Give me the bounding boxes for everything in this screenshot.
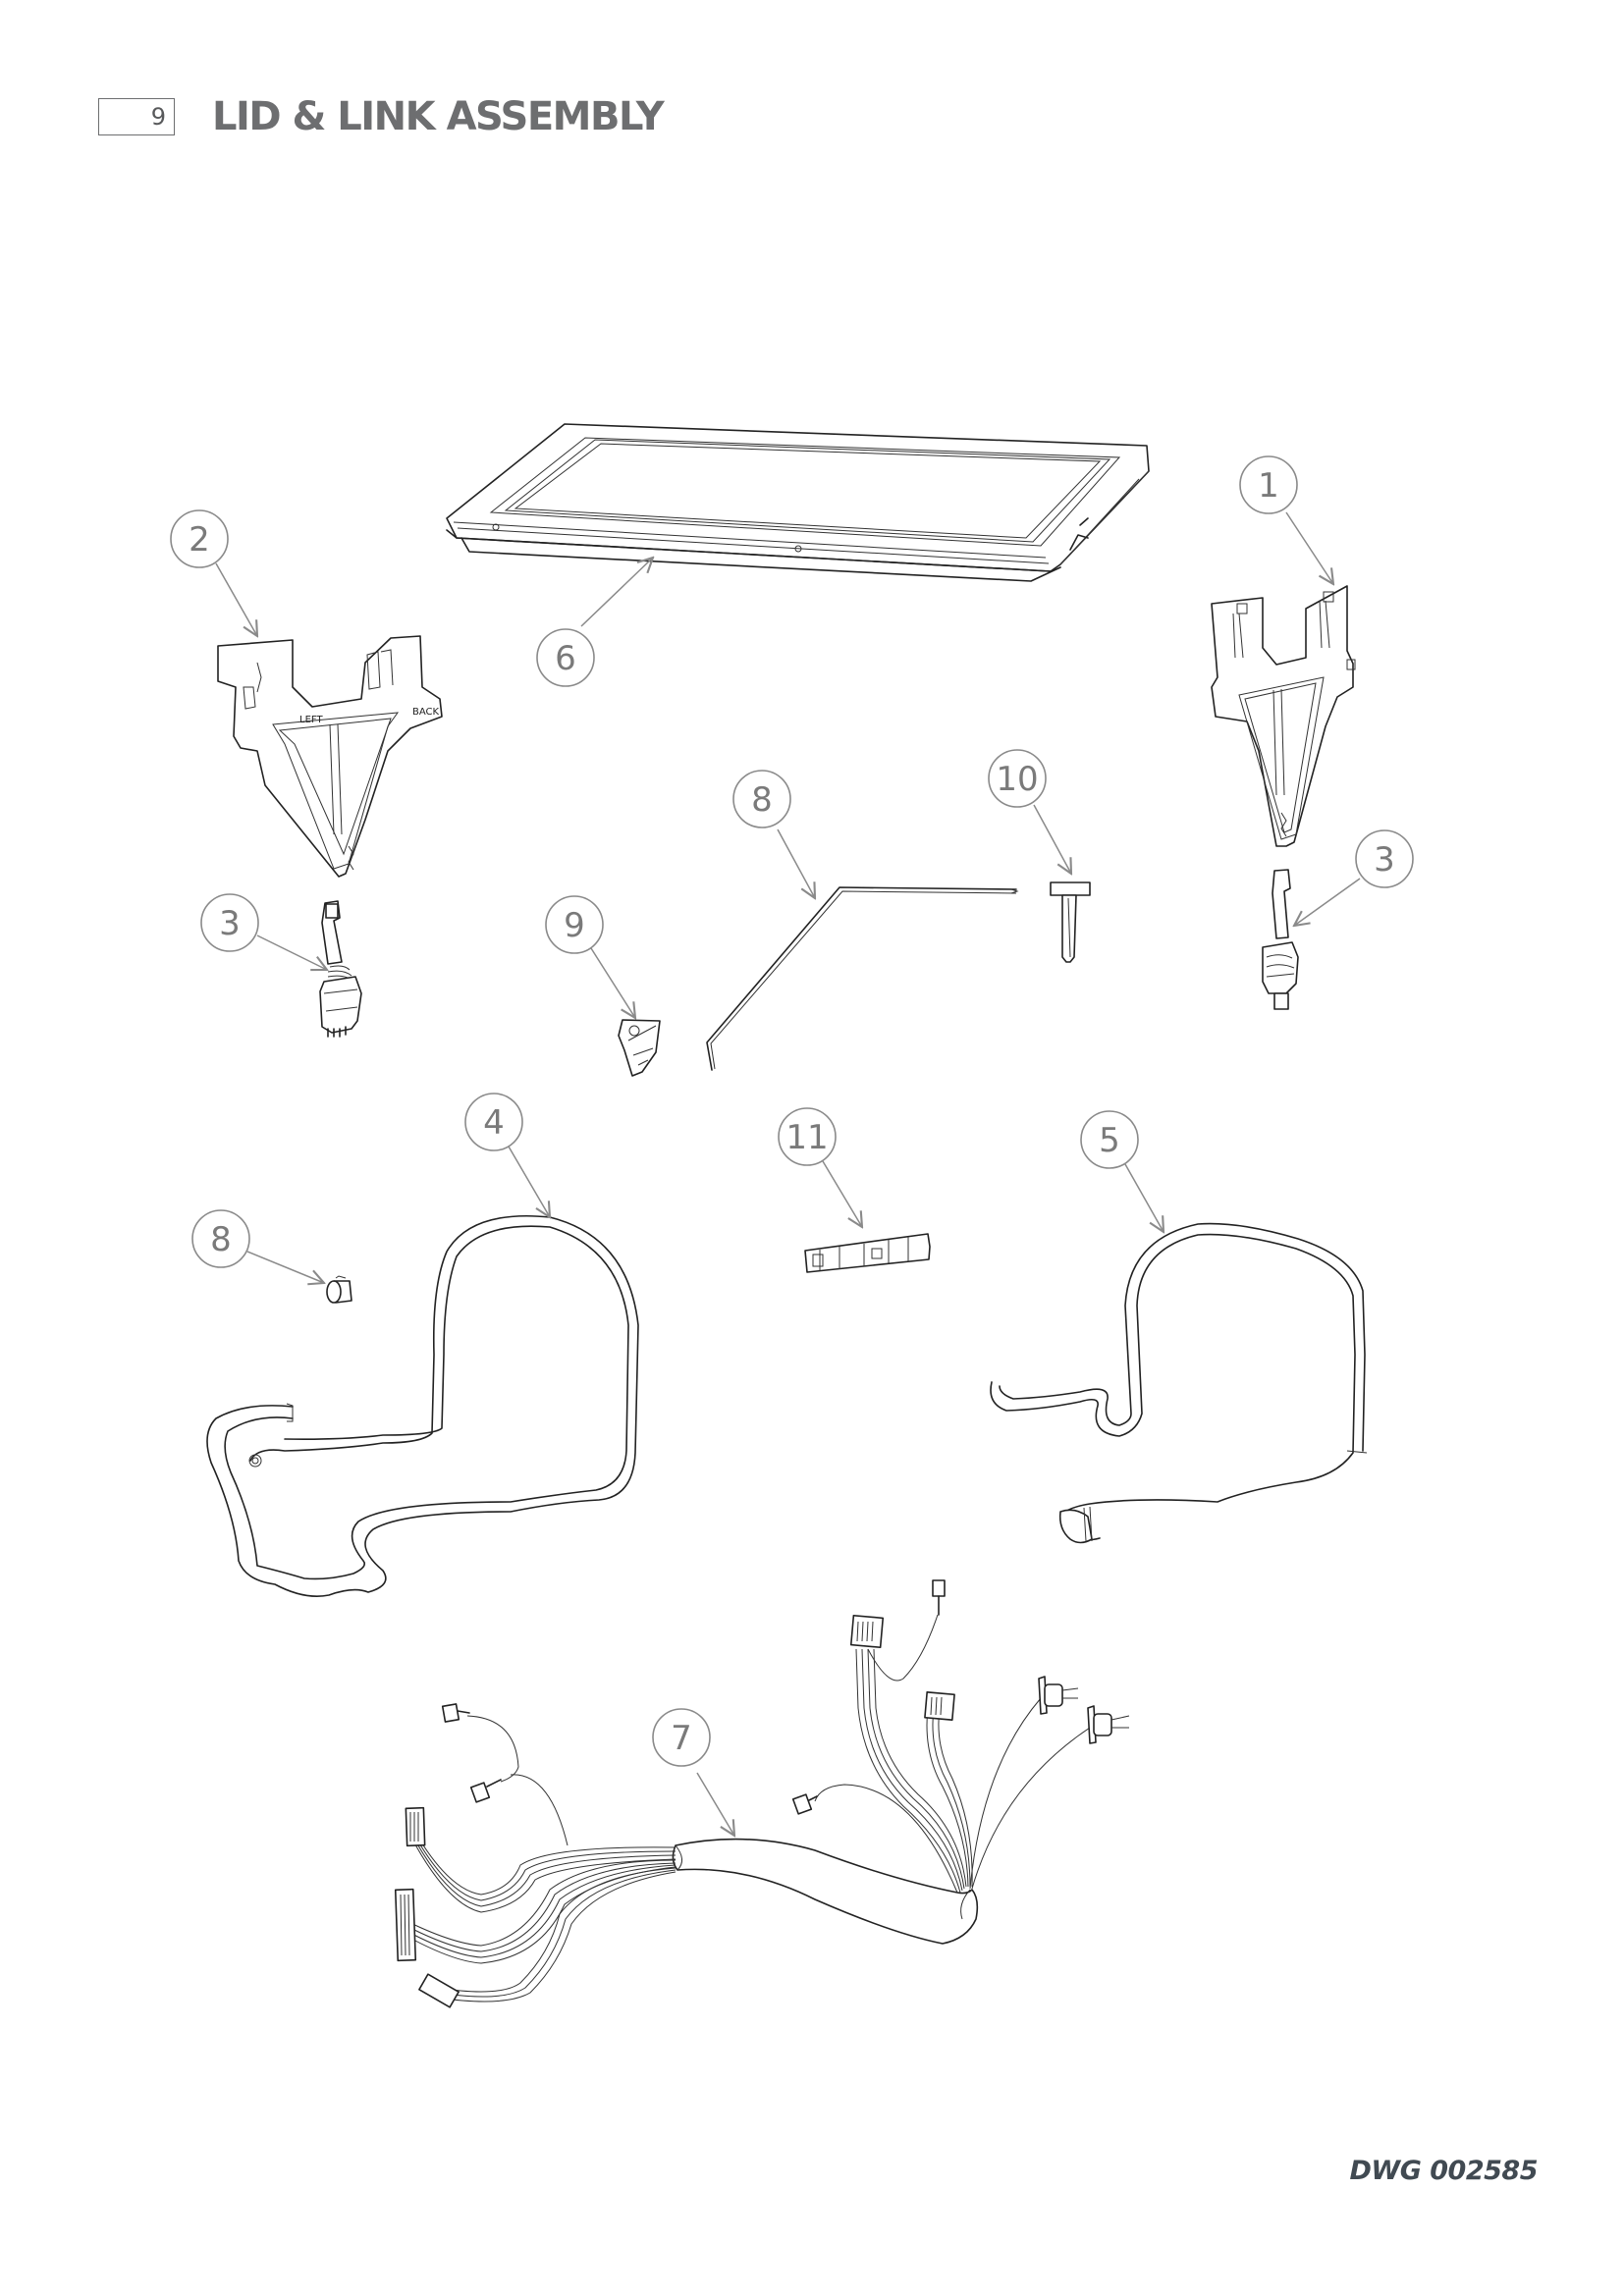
svg-text:2: 2 (189, 520, 210, 560)
callout-3-right: 3 (1294, 829, 1414, 926)
lid-frame-part (446, 423, 1150, 582)
right-link-bracket-part (1211, 585, 1356, 847)
svg-text:11: 11 (785, 1118, 828, 1157)
section-number: 9 (150, 103, 166, 131)
svg-text:5: 5 (1099, 1121, 1120, 1160)
svg-text:7: 7 (671, 1719, 692, 1758)
svg-text:4: 4 (483, 1103, 505, 1143)
svg-text:1: 1 (1258, 466, 1279, 506)
svg-text:6: 6 (555, 639, 576, 678)
section-number-box: 9 (98, 98, 175, 135)
corner-clip-part (618, 1019, 661, 1077)
lock-pin-part (1050, 881, 1091, 963)
svg-text:LEFT: LEFT (299, 715, 323, 725)
page-title: LID & LINK ASSEMBLY (212, 94, 665, 139)
link-rod-part (706, 886, 1019, 1071)
lid-switch-right-part (1262, 869, 1299, 1010)
callout-4: 4 (464, 1093, 550, 1217)
left-link-bracket-part: LEFT BACK (217, 635, 443, 878)
callout-2: 2 (170, 509, 257, 636)
callout-6: 6 (536, 558, 653, 687)
svg-text:3: 3 (1374, 840, 1395, 880)
callout-5: 5 (1080, 1110, 1164, 1232)
callout-1: 1 (1239, 455, 1333, 584)
hose-clamp-part (326, 1275, 352, 1304)
wiring-harness-part (394, 1579, 1130, 2008)
page-header: 9 LID & LINK ASSEMBLY (98, 94, 665, 139)
callout-3-left: 3 (200, 893, 327, 970)
svg-text:3: 3 (219, 904, 241, 943)
hose-left-part (206, 1214, 639, 1597)
callout-11: 10 (988, 749, 1071, 874)
callout-7: 7 (652, 1708, 734, 1836)
callout-10: 9 (545, 895, 635, 1018)
drawing-number: DWG 002585 (1349, 2156, 1539, 2186)
svg-text:9: 9 (564, 906, 585, 945)
hose-right-part (990, 1222, 1368, 1544)
svg-text:BACK: BACK (412, 707, 440, 718)
svg-text:8: 8 (751, 780, 773, 820)
callout-9: 8 (732, 770, 815, 898)
callout-12: 11 (778, 1107, 862, 1227)
svg-text:8: 8 (210, 1220, 232, 1259)
callout-8: 8 12 8 (191, 1209, 324, 1283)
svg-text:10: 10 (996, 760, 1038, 799)
connector-rail-part (804, 1233, 931, 1273)
lid-switch-left-part (319, 900, 362, 1038)
